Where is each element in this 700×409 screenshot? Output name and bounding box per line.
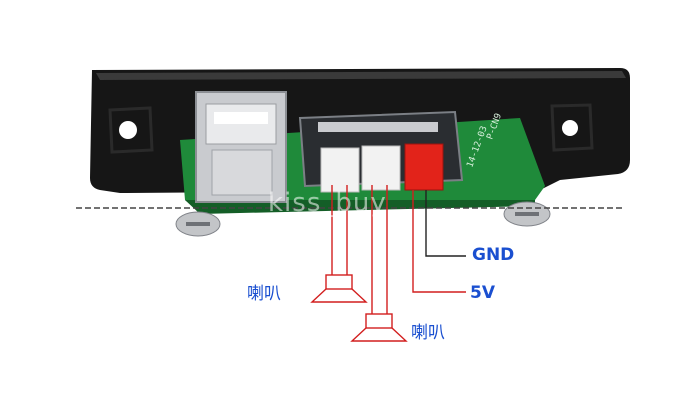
speaker1-cone (310, 288, 368, 303)
sd-slot-label (318, 122, 438, 132)
mount-hole-right (562, 120, 578, 136)
pcb-edge (185, 200, 535, 214)
wire-5v (412, 190, 466, 293)
5v-label: 5V (470, 283, 495, 303)
speaker1-body (325, 274, 353, 290)
speaker2-body (365, 313, 393, 329)
gnd-label: GND (472, 245, 515, 265)
usb-pins (211, 149, 273, 196)
screw-slot-right (515, 212, 539, 216)
hole-recess-right (550, 103, 594, 152)
screw-slot-left (186, 222, 210, 226)
usb-tongue (214, 112, 268, 124)
mount-hole-left (119, 121, 137, 139)
speaker2-cone (350, 327, 408, 342)
white-connector-2 (361, 145, 401, 191)
wire-gnd (425, 190, 466, 257)
faceplate-highlight (96, 71, 626, 80)
watermark-text: kiss_buy (268, 188, 387, 218)
red-connector (404, 143, 444, 191)
white-connector-1 (320, 147, 360, 193)
speaker-label-2: 喇叭 (411, 323, 445, 343)
speaker-label-1: 喇叭 (247, 284, 281, 304)
hole-recess-left (108, 106, 154, 154)
